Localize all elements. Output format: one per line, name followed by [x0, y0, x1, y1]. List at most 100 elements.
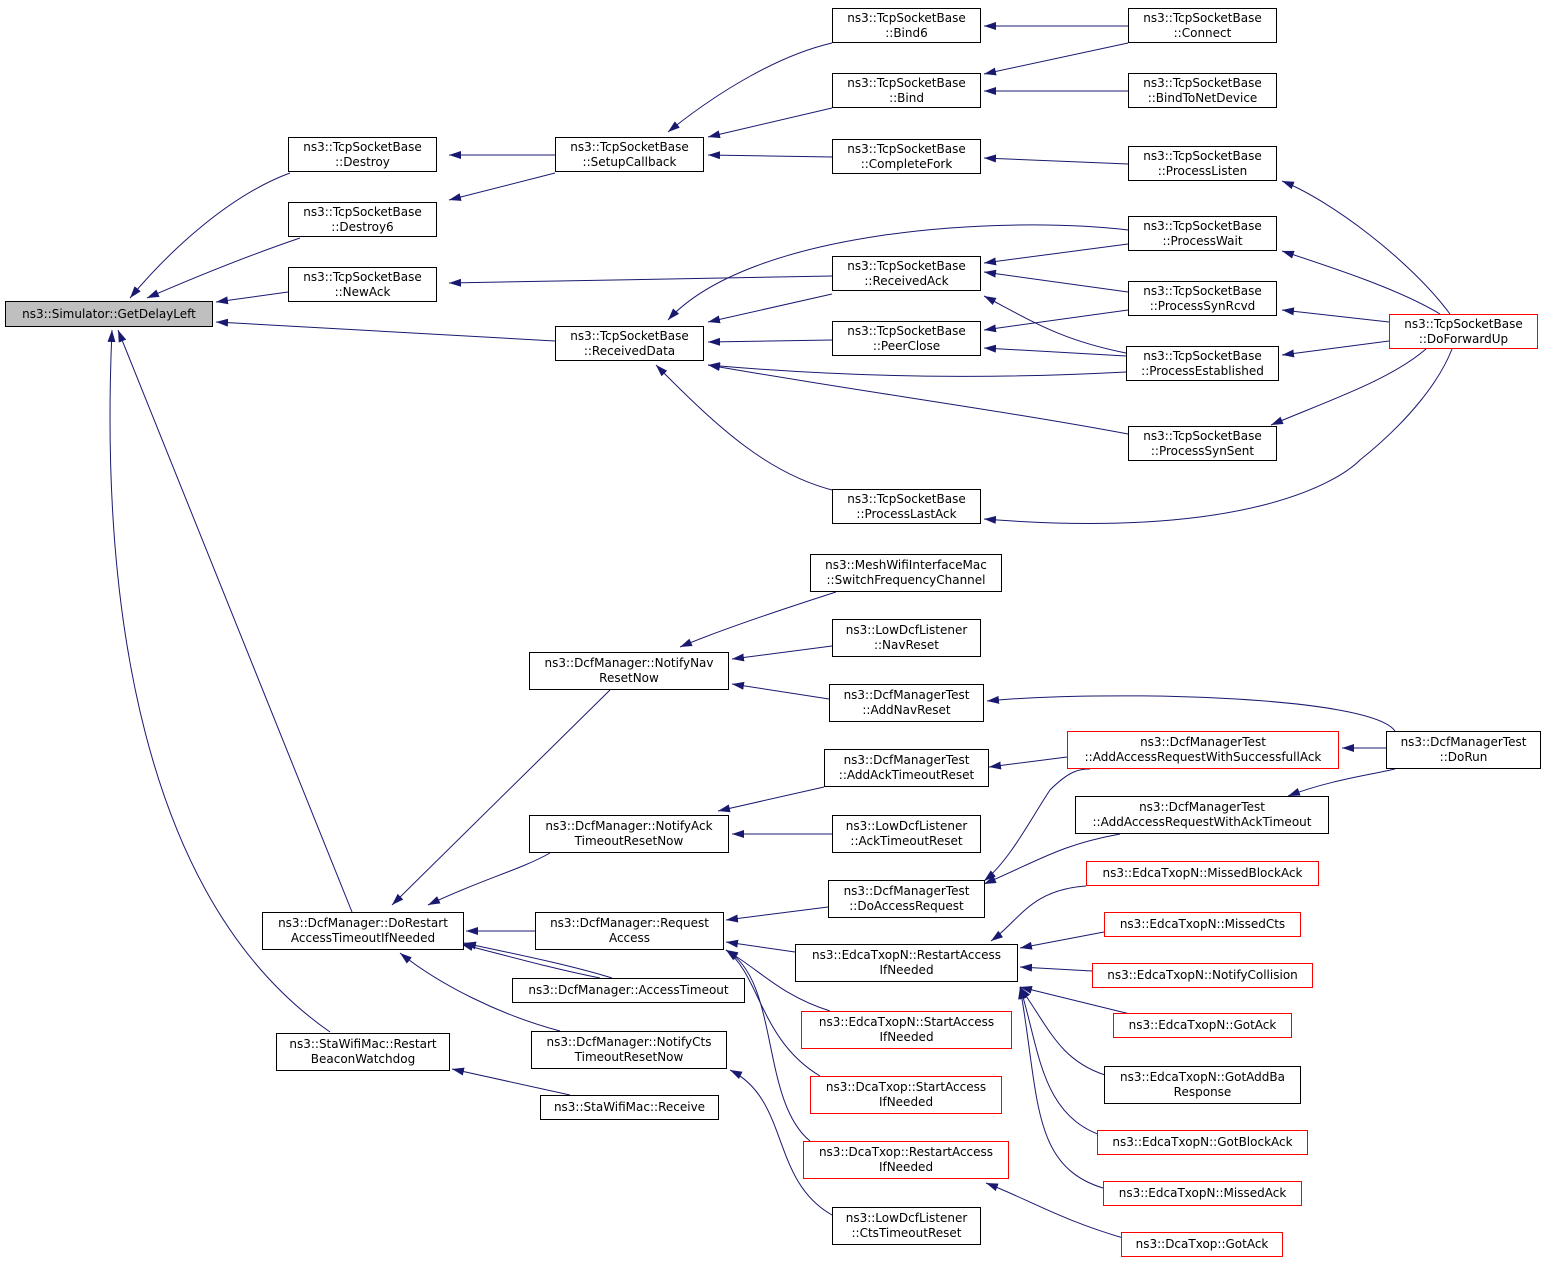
node-label-line: ::AckTimeoutReset: [850, 834, 963, 848]
node-edcatxopn-missedack[interactable]: ns3::EdcaTxopN::MissedAck: [1103, 1181, 1302, 1206]
node-label-line: ::ProcessSynSent: [1150, 443, 1255, 458]
call-edge: [463, 941, 613, 979]
node-edcatxopn-notifycollision[interactable]: ns3::EdcaTxopN::NotifyCollision: [1092, 963, 1313, 988]
node-tcpsocketbase-receivedack[interactable]: ns3::TcpSocketBase::ReceivedAck: [832, 256, 981, 291]
node-tcpsocketbase-bindtonetdevice[interactable]: ns3::TcpSocketBase::BindToNetDevice: [1128, 73, 1277, 108]
node-tcpsocketbase-processsynsent[interactable]: ns3::TcpSocketBase::ProcessSynSent: [1128, 426, 1277, 461]
call-edge: [1281, 307, 1390, 323]
node-label-line: ns3::TcpSocketBase: [1143, 75, 1262, 90]
call-edge: [986, 695, 1396, 732]
call-edge: [655, 364, 837, 492]
call-edge: [117, 329, 353, 913]
node-label-line: ns3::TcpSocketBase: [847, 323, 966, 338]
node-label-line: ::DoAccessRequest: [849, 899, 964, 913]
call-edge: [215, 318, 556, 342]
node-lowdcflistener-navreset[interactable]: ns3::LowDcfListener::NavReset: [832, 619, 981, 657]
node-label-line: ns3::EdcaTxopN::GotAck: [1128, 1018, 1277, 1032]
node-label-line: ns3::DcfManager::Request: [550, 916, 709, 930]
call-edge: [1019, 986, 1111, 1139]
node-tcpsocketbase-peerclose[interactable]: ns3::TcpSocketBase::PeerClose: [832, 321, 981, 356]
node-tcpsocketbase-connect[interactable]: ns3::TcpSocketBase::Connect: [1128, 8, 1277, 43]
node-lowdcflistener-ctstimeoutreset[interactable]: ns3::LowDcfListener::CtsTimeoutReset: [832, 1207, 981, 1245]
node-tcpsocketbase-bind[interactable]: ns3::TcpSocketBase::Bind: [832, 73, 981, 108]
node-tcpsocketbase-setupcallback[interactable]: ns3::TcpSocketBase::SetupCallback: [555, 137, 704, 172]
node-tcpsocketbase-newack[interactable]: ns3::TcpSocketBase::NewAck: [288, 267, 437, 302]
node-edcatxopn-missedcts[interactable]: ns3::EdcaTxopN::MissedCts: [1104, 912, 1301, 937]
node-tcpsocketbase-doforwardup[interactable]: ns3::TcpSocketBase::DoForwardUp: [1389, 314, 1538, 349]
node-tcpsocketbase-destroy[interactable]: ns3::TcpSocketBase::Destroy: [288, 137, 437, 172]
call-edge: [725, 949, 811, 1142]
node-label-line: ::SwitchFrequencyChannel: [826, 573, 986, 587]
node-label-line: ::ProcessSynRcvd: [1149, 298, 1256, 313]
node-label-line: ::Bind: [889, 90, 924, 105]
node-tcpsocketbase-completefork[interactable]: ns3::TcpSocketBase::CompleteFork: [832, 139, 981, 174]
call-edge: [1281, 340, 1390, 358]
node-label-line: ::BindToNetDevice: [1147, 90, 1258, 105]
node-dcfmanagertest-addaccessrequestwithacktimeout[interactable]: ns3::DcfManagerTest::AddAccessRequestWit…: [1075, 796, 1329, 834]
call-edge: [707, 362, 1127, 377]
node-label-line: ns3::TcpSocketBase: [847, 141, 966, 156]
node-tcpsocketbase-processwait[interactable]: ns3::TcpSocketBase::ProcessWait: [1128, 216, 1277, 251]
node-tcpsocketbase-processlastack[interactable]: ns3::TcpSocketBase::ProcessLastAck: [832, 489, 981, 524]
node-label-line: ns3::TcpSocketBase: [1143, 148, 1262, 163]
node-label-line: ns3::StaWifiMac::Restart: [289, 1037, 437, 1051]
node-lowdcflistener-acktimeoutreset[interactable]: ns3::LowDcfListener::AckTimeoutReset: [832, 815, 981, 853]
call-edge: [707, 337, 833, 346]
node-tcpsocketbase-processlisten[interactable]: ns3::TcpSocketBase::ProcessListen: [1128, 146, 1277, 181]
node-tcpsocketbase-destroy6[interactable]: ns3::TcpSocketBase::Destroy6: [288, 202, 437, 237]
node-label-line: TimeoutResetNow: [574, 1050, 684, 1064]
node-tcpsocketbase-bind6[interactable]: ns3::TcpSocketBase::Bind6: [832, 8, 981, 43]
node-label-line: ns3::DcaTxop::StartAccess: [825, 1080, 987, 1094]
node-dcfmanager-accesstimeout[interactable]: ns3::DcfManager::AccessTimeout: [512, 978, 745, 1003]
call-edge: [983, 833, 1121, 885]
node-label-line: ns3::DcaTxop::GotAck: [1135, 1237, 1269, 1251]
node-label-line: ::NavReset: [873, 638, 940, 652]
node-label-line: ::Destroy6: [331, 219, 394, 234]
node-dcfmanagertest-addaccessrequestwithsuccessfullack[interactable]: ns3::DcfManagerTest::AddAccessRequestWit…: [1067, 731, 1339, 769]
node-label-line: ns3::EdcaTxopN::StartAccess: [818, 1015, 995, 1029]
node-dcatxop-gotack[interactable]: ns3::DcaTxop::GotAck: [1121, 1232, 1283, 1257]
node-label-line: ns3::DcfManager::NotifyNav: [544, 656, 714, 670]
node-label-line: ::AddAccessRequestWithAckTimeout: [1092, 815, 1312, 829]
node-label-line: ns3::EdcaTxopN::MissedBlockAck: [1102, 866, 1303, 880]
node-label-line: ns3::DcfManager::NotifyCts: [546, 1035, 712, 1049]
node-dcfmanagertest-addnavreset[interactable]: ns3::DcfManagerTest::AddNavReset: [829, 684, 984, 722]
call-edge: [448, 172, 556, 201]
call-edge: [1270, 348, 1427, 426]
node-dcfmanagertest-doaccessrequest[interactable]: ns3::DcfManagerTest::DoAccessRequest: [828, 880, 985, 918]
node-meshwifiinterfacemac-switchfrequencychannel[interactable]: ns3::MeshWifiInterfaceMac::SwitchFrequen…: [810, 554, 1002, 592]
node-dcfmanagertest-dorun[interactable]: ns3::DcfManagerTest::DoRun: [1386, 731, 1541, 769]
node-label-line: TimeoutResetNow: [574, 834, 684, 848]
node-label-line: Response: [1173, 1085, 1232, 1099]
node-label-line: ns3::DcfManagerTest: [843, 688, 970, 702]
call-edge: [725, 939, 796, 953]
node-edcatxopn-gotack[interactable]: ns3::EdcaTxopN::GotAck: [1113, 1013, 1292, 1038]
node-edcatxopn-gotblockack[interactable]: ns3::EdcaTxopN::GotBlockAck: [1097, 1130, 1308, 1155]
node-dcfmanagertest-addacktimeoutreset[interactable]: ns3::DcfManagerTest::AddAckTimeoutReset: [824, 749, 989, 787]
node-tcpsocketbase-processsynrcvd[interactable]: ns3::TcpSocketBase::ProcessSynRcvd: [1128, 281, 1277, 316]
node-label-line: ns3::TcpSocketBase: [847, 491, 966, 506]
node-label-line: ns3::EdcaTxopN::MissedAck: [1118, 1186, 1287, 1200]
node-label-line: ns3::TcpSocketBase: [303, 139, 422, 154]
node-tcpsocketbase-processestablished[interactable]: ns3::TcpSocketBase::ProcessEstablished: [1126, 346, 1279, 381]
node-stawifimac-receive[interactable]: ns3::StaWifiMac::Receive: [540, 1095, 719, 1120]
node-edcatxopn-missedblockack[interactable]: ns3::EdcaTxopN::MissedBlockAck: [1086, 861, 1319, 886]
call-edge: [983, 42, 1129, 76]
call-edge: [107, 329, 331, 1033]
call-edge: [399, 952, 561, 1032]
node-label-line: ::ProcessListen: [1157, 163, 1248, 178]
call-edge: [983, 768, 1091, 882]
call-edge: [1018, 986, 1111, 1191]
node-tcpsocketbase-receiveddata[interactable]: ns3::TcpSocketBase::ReceivedData: [555, 326, 704, 361]
